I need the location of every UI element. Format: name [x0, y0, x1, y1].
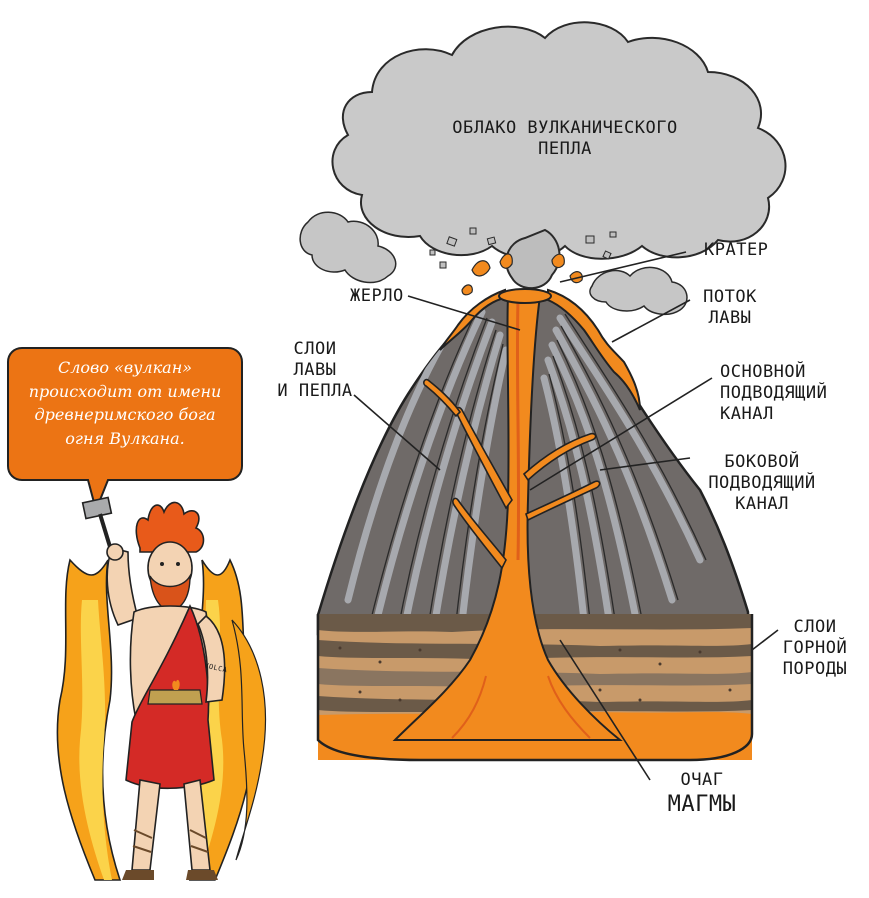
speech-bubble: [7, 347, 243, 514]
vulcan-figure: [56, 496, 267, 881]
ash-particles: [429, 227, 617, 269]
bubble-line: древнеримского бога: [34, 405, 216, 424]
bubble-line: происходит от имени: [28, 381, 222, 401]
ash-puff-right: [589, 266, 688, 316]
label-ash-cloud: ОБЛАКО ВУЛКАНИЧЕСКОГО ПЕПЛА: [452, 118, 678, 159]
leader-lines: [353, 251, 779, 781]
label-crater: КРАТЕР: [704, 240, 769, 260]
ejecta: [461, 253, 583, 296]
label-side-conduit: БОКОВОЙ ПОДВОДЯЩИЙ КАНАЛ: [708, 452, 816, 514]
ash-cloud: [331, 21, 787, 290]
bubble-line: огня Вулкана.: [65, 428, 185, 448]
label-main-conduit: ОСНОВНОЙ ПОДВОДЯЩИЙ КАНАЛ: [720, 362, 828, 424]
speech-bubble-text: Слово «вулкан» происходит от имени древн…: [14, 356, 236, 450]
lava-flow: [439, 288, 641, 411]
label-magma-chamber: ОЧАГ МАГМЫ: [667, 770, 737, 817]
base-outline: [316, 614, 754, 762]
label-lava-ash-layers: СЛОИ ЛАВЫ И ПЕПЛА: [277, 339, 353, 401]
label-rock-layers: СЛОИ ГОРНОЙ ПОРОДЫ: [782, 617, 848, 679]
bubble-line: Слово «вулкан»: [57, 358, 193, 377]
label-lava-flow: ПОТОК ЛАВЫ: [703, 287, 757, 328]
label-vent: ЖЕРЛО: [350, 286, 404, 306]
side-conduits: [423, 378, 601, 570]
ash-puff-left: [299, 211, 397, 284]
